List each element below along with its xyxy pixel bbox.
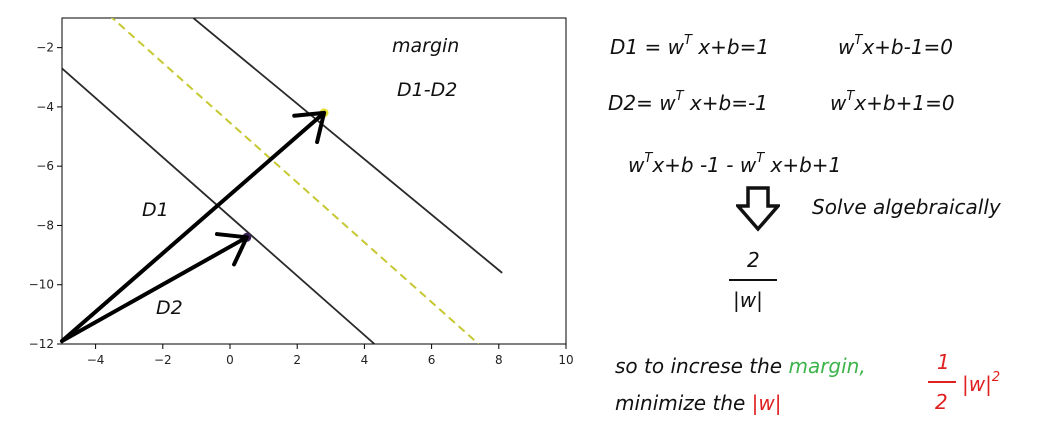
vector-arrowhead-1 [292,110,327,145]
y-tick-label: −2 [36,41,54,55]
conclusion-prefix-1: so to increse the [615,354,789,378]
solve-text: Solve algebraically [812,195,1001,219]
half-w-text: |w| [962,372,992,396]
fraction-bar [729,279,777,281]
y-tick-label: −10 [29,278,54,292]
half-fraction-bar [928,381,956,383]
half-denominator: 2 [935,390,948,414]
diff-b-sup: T [756,151,765,166]
norm-w-word: |w| [751,391,782,415]
x-tick-label: 6 [428,353,436,367]
vector-arrowhead-2 [214,232,249,267]
equation-d2: D2= wT x+b=-1 [608,90,768,115]
equation-d1: D1 = wT x+b=1 [610,34,770,59]
y-tick-label: −4 [36,100,54,114]
conclusion-line-1: so to increse the margin, [615,356,866,376]
plot-frame [61,17,567,345]
eq2-left-text: D2= w [608,91,676,115]
x-tick-label: 4 [361,353,369,367]
down-arrow-icon [736,186,780,232]
margin-word: margin, [788,354,866,378]
diff-a-rest: x+b -1 - w [652,153,757,177]
margin-line-1 [191,18,503,274]
eq1-left-text: D1 = w [610,35,684,59]
conclusion-prefix-2: minimize the [615,391,752,415]
d2-label: D2 [156,297,183,319]
fraction-denominator: |w| [733,288,763,312]
d1-label: D1 [142,199,169,221]
vector-arrow-2 [60,235,249,344]
eq2-left-rest: x+b=-1 [683,91,768,115]
equation-difference: wTx+b -1 - wT x+b+1 [628,152,842,177]
half-numerator: 1 [937,350,950,374]
d1-d2-label: D1-D2 [397,79,458,101]
equation-d1-zero: wTx+b-1=0 [838,34,954,59]
x-tick-label: −2 [154,353,172,367]
y-tick-label: −8 [36,218,54,232]
margin-label: margin [392,35,460,57]
conclusion-line-2: minimize the |w| [615,393,782,413]
x-tick-label: 2 [293,353,301,367]
eq1-left-rest: x+b=1 [691,35,770,59]
eq2-right-sup: T [846,89,855,104]
eq1-right-text: w [838,35,855,59]
x-tick-label: −4 [87,353,105,367]
vector-arrow-1 [60,110,327,344]
x-tick-label: 10 [558,353,573,367]
y-tick-label: −6 [36,159,54,173]
x-tick-label: 0 [226,353,234,367]
eq1-left-sup: T [683,33,692,48]
half-w-sup: 2 [991,370,1001,385]
eq1-right-sup: T [854,33,863,48]
half-norm-w: |w|2 [962,371,1000,396]
eq2-right-text: w [830,91,847,115]
decision-boundary-line [110,18,480,344]
eq2-right-rest: x+b+1=0 [854,91,955,115]
fraction-numerator: 2 [747,248,760,272]
x-tick-label: 8 [495,353,503,367]
y-tick-label: −12 [29,337,54,351]
eq2-left-sup: T [675,89,684,104]
equation-d2-zero: wTx+b+1=0 [830,90,955,115]
diff-b-rest: x+b+1 [764,153,842,177]
eq1-right-rest: x+b-1=0 [862,35,954,59]
diff-a-sup: T [644,151,653,166]
diff-a-text: w [628,153,645,177]
